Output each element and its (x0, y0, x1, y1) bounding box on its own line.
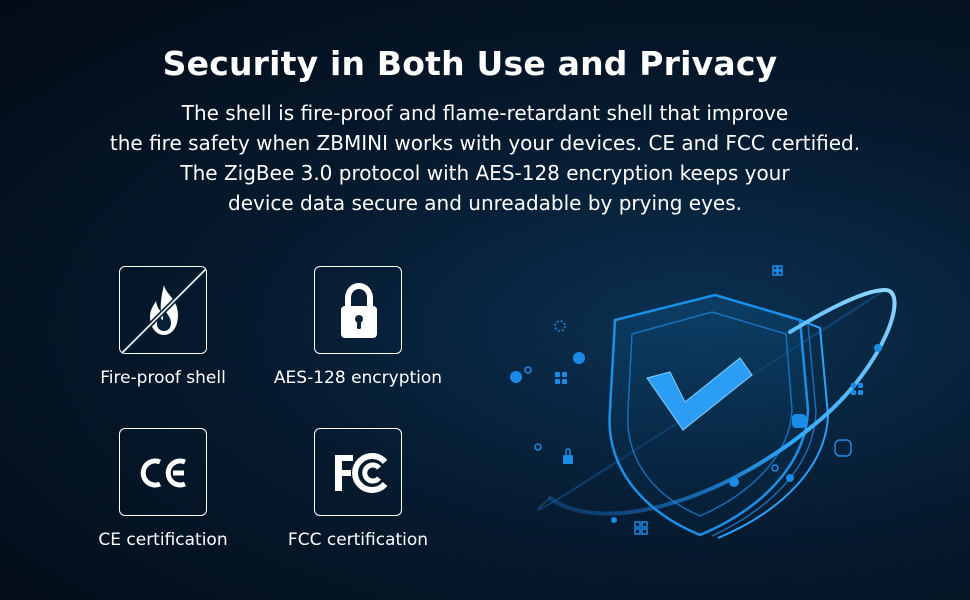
feature-fcc-certification: FCC certification (268, 428, 448, 550)
description-line: device data secure and unreadable by pry… (228, 191, 742, 215)
shield-check-icon (510, 265, 897, 539)
lock-icon (314, 266, 402, 354)
feature-label: CE certification (98, 530, 228, 550)
description-line: the fire safety when ZBMINI works with y… (109, 131, 861, 155)
description: The shell is fire-proof and flame-retard… (0, 98, 970, 218)
feature-ce-certification: CE certification (73, 428, 253, 550)
fire-icon (119, 266, 207, 354)
fcc-logo-icon (314, 428, 402, 516)
feature-label: AES-128 encryption (273, 368, 443, 388)
shield-illustration (490, 250, 910, 550)
feature-label: FCC certification (287, 530, 429, 550)
description-line: The shell is fire-proof and flame-retard… (181, 101, 789, 125)
feature-fire-proof: Fire-proof shell (73, 266, 253, 388)
page-title: Security in Both Use and Privacy (162, 44, 778, 83)
ce-mark-icon (119, 428, 207, 516)
feature-aes-encryption: AES-128 encryption (268, 266, 448, 388)
feature-label: Fire-proof shell (100, 368, 226, 388)
description-line: The ZigBee 3.0 protocol with AES-128 enc… (180, 161, 790, 185)
